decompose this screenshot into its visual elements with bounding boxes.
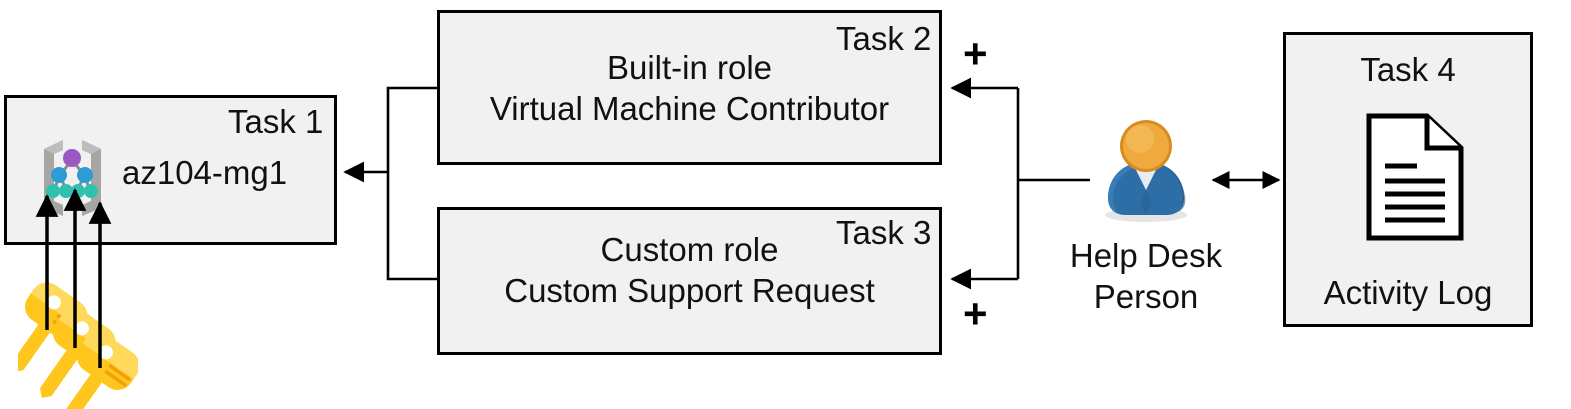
task3-badge: Task 3	[836, 214, 932, 251]
task1-label: az104-mg1	[122, 154, 288, 191]
task1-badge: Task 1	[228, 103, 324, 140]
task2-badge: Task 2	[836, 20, 932, 57]
person-label-line1: Help Desk	[1069, 237, 1223, 274]
user-icon	[1096, 118, 1196, 223]
task4-label: Activity Log	[1323, 274, 1493, 311]
task2-line1: Built-in role	[606, 49, 773, 86]
task2-line2: Virtual Machine Contributor	[489, 90, 890, 127]
task2-box[interactable]	[437, 10, 942, 165]
management-group-icon	[30, 132, 115, 217]
roles-to-task1-connector	[343, 86, 437, 281]
task3-box[interactable]	[437, 207, 942, 355]
plus-operator-top: +	[963, 30, 988, 77]
task4-badge: Task 4	[1360, 51, 1456, 88]
document-icon	[1365, 112, 1465, 242]
task3-line1: Custom role	[600, 231, 779, 268]
task3-line2: Custom Support Request	[504, 272, 875, 309]
keys-icon	[12, 280, 140, 409]
task4-box[interactable]	[1283, 32, 1533, 327]
person-label-line2: Person	[1093, 278, 1199, 315]
plus-operator-bottom: +	[963, 290, 988, 337]
